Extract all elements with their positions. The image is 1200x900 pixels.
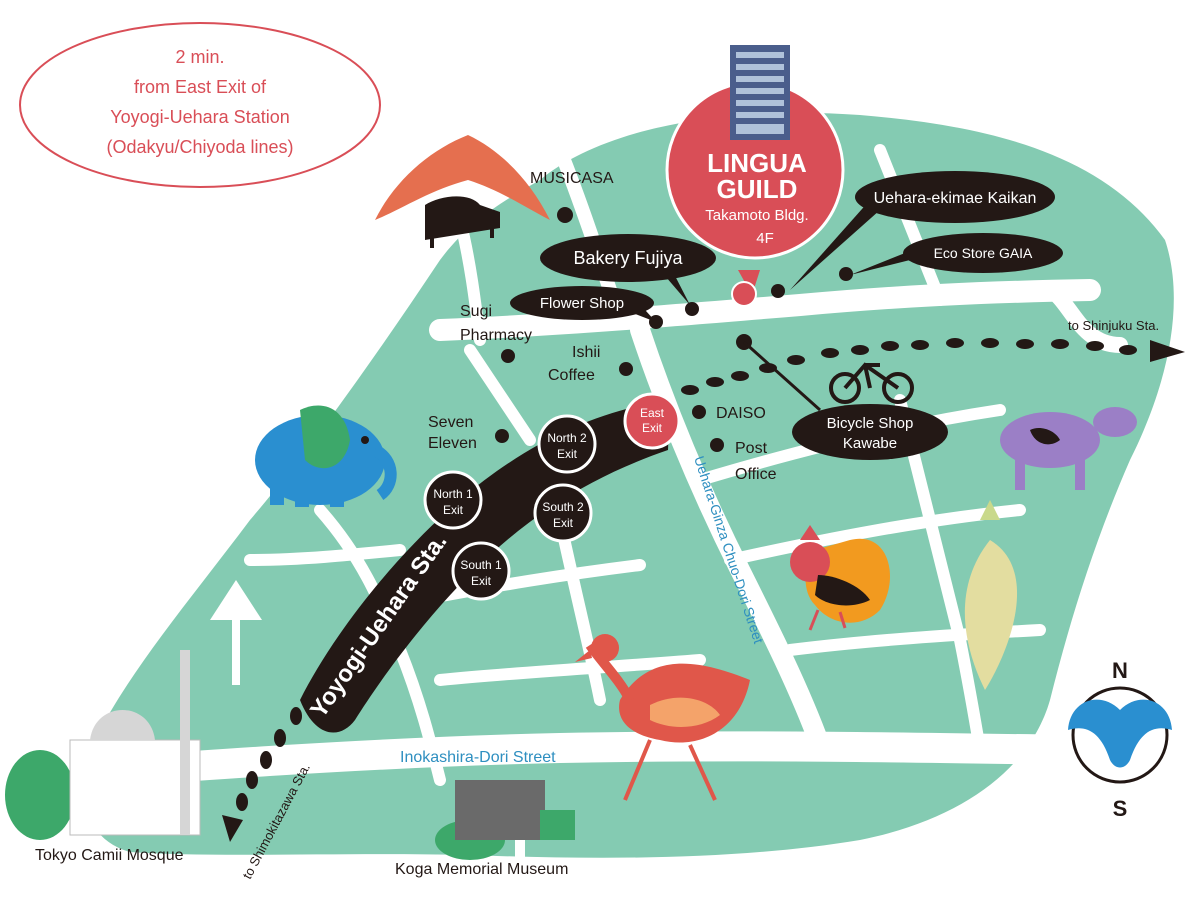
- post-office-label-1: Post: [735, 440, 768, 457]
- south-1-exit[interactable]: South 1 Exit: [451, 541, 511, 601]
- route-to-shimokitazawa: [236, 707, 302, 811]
- compass-north-label: N: [1112, 658, 1128, 683]
- svg-text:East: East: [640, 406, 665, 420]
- callout-line-2: from East Exit of: [134, 77, 267, 97]
- daiso-marker[interactable]: [692, 405, 706, 419]
- sugi-pharmacy-label-1: Sugi: [460, 303, 492, 320]
- time-callout: [19, 22, 381, 188]
- north-1-exit[interactable]: North 1 Exit: [423, 470, 483, 530]
- svg-text:Exit: Exit: [443, 503, 464, 517]
- svg-text:Eco Store GAIA: Eco Store GAIA: [934, 245, 1033, 261]
- lingua-guild-marker[interactable]: LINGUA GUILD Takamoto Bldg. 4F: [665, 45, 845, 307]
- uehara-kaikan-marker[interactable]: [771, 284, 785, 298]
- flower-shop-marker[interactable]: [649, 315, 663, 329]
- piano-icon: [425, 196, 500, 240]
- svg-text:4F: 4F: [756, 230, 774, 247]
- shinjuku-road: [1042, 282, 1128, 353]
- eco-store-marker[interactable]: [839, 267, 853, 281]
- south-2-exit[interactable]: South 2 Exit: [533, 483, 593, 543]
- svg-text:Takamoto Bldg.: Takamoto Bldg.: [705, 207, 808, 224]
- musicasa-label: MUSICASA: [530, 170, 614, 187]
- daiso-label: DAISO: [716, 405, 766, 422]
- east-exit[interactable]: East Exit: [623, 392, 681, 450]
- mosque-label: Tokyo Camii Mosque: [35, 847, 184, 864]
- side-road-east-2: [724, 504, 1026, 566]
- north-2-exit[interactable]: North 2 Exit: [537, 414, 597, 474]
- svg-text:South 2: South 2: [542, 500, 584, 514]
- northeast-road: [874, 144, 946, 306]
- swallow-icon: [1068, 699, 1172, 768]
- ishii-coffee-label-1: Ishii: [572, 344, 600, 361]
- svg-text:Uehara-ekimae Kaikan: Uehara-ekimae Kaikan: [874, 190, 1037, 207]
- seven-eleven-label-2: Eleven: [428, 435, 477, 452]
- seven-eleven-label-1: Seven: [428, 414, 473, 431]
- west-road: [244, 544, 406, 566]
- svg-text:Exit: Exit: [471, 574, 492, 588]
- rooster-illustration: [790, 525, 890, 631]
- shinjuku-arrow: [1150, 340, 1185, 362]
- bicycle-shop-callout[interactable]: Bicycle Shop Kawabe: [792, 404, 948, 460]
- seven-eleven-marker[interactable]: [495, 429, 509, 443]
- inokashira-street-label: Inokashira-Dori Street: [400, 749, 556, 766]
- callout-line-1: 2 min.: [175, 47, 224, 67]
- svg-text:Exit: Exit: [553, 516, 574, 530]
- east-vertical-road: [894, 394, 986, 756]
- bicycle-icon: [829, 362, 914, 404]
- svg-text:Exit: Exit: [557, 447, 578, 461]
- to-shinjuku-label: to Shinjuku Sta.: [1068, 318, 1159, 333]
- compass: N S: [1068, 658, 1172, 821]
- flower-shop-callout[interactable]: Flower Shop: [510, 286, 656, 322]
- callout-line-4: (Odakyu/Chiyoda lines): [106, 137, 293, 157]
- tree-illustration-right: [964, 500, 1018, 690]
- sugi-pharmacy-label-2: Pharmacy: [460, 327, 532, 344]
- station-band: [300, 400, 670, 733]
- bicycle-shop-pointer: [742, 340, 822, 412]
- road-sugi: [464, 344, 536, 446]
- callout-line-3: Yoyogi-Uehara Station: [110, 107, 289, 127]
- compass-south-label: S: [1113, 796, 1128, 821]
- uehara-kaikan-callout[interactable]: Uehara-ekimae Kaikan: [790, 171, 1055, 290]
- cross-road-2: [434, 654, 706, 686]
- museum-illustration: [435, 780, 575, 860]
- svg-text:Kawabe: Kawabe: [843, 435, 897, 452]
- elephant-illustration: [255, 405, 397, 507]
- bakery-marker[interactable]: [685, 302, 699, 316]
- red-bird-illustration: [575, 634, 750, 801]
- post-office-label-2: Office: [735, 466, 777, 483]
- ishii-coffee-marker[interactable]: [619, 362, 633, 376]
- svg-text:Exit: Exit: [642, 421, 663, 435]
- svg-text:South 1: South 1: [460, 558, 502, 572]
- main-north-road: [429, 279, 1101, 341]
- eco-store-callout[interactable]: Eco Store GAIA: [850, 233, 1063, 275]
- route-to-shinjuku: [681, 338, 1137, 395]
- cow-illustration: [1000, 407, 1137, 490]
- museum-label: Koga Memorial Museum: [395, 861, 568, 878]
- musicasa-illustration: [375, 135, 550, 248]
- svg-text:GUILD: GUILD: [717, 174, 798, 204]
- svg-text:LINGUA: LINGUA: [707, 148, 807, 178]
- svg-text:North 1: North 1: [433, 487, 473, 501]
- sugi-pharmacy-marker[interactable]: [501, 349, 515, 363]
- side-road-mid: [554, 514, 606, 706]
- ishii-coffee-label-2: Coffee: [548, 367, 595, 384]
- svg-text:North 2: North 2: [547, 431, 587, 445]
- tree-illustration-left: [210, 580, 262, 685]
- svg-text:Flower Shop: Flower Shop: [540, 295, 624, 312]
- mosque-illustration: [5, 650, 201, 840]
- building-icon: [730, 45, 790, 140]
- post-office-marker[interactable]: [710, 438, 724, 452]
- bakery-fujiya-callout[interactable]: Bakery Fujiya: [540, 234, 716, 305]
- musicasa-marker[interactable]: [557, 207, 573, 223]
- svg-text:Bakery Fujiya: Bakery Fujiya: [573, 248, 683, 268]
- shimokitazawa-arrow: [222, 815, 243, 842]
- svg-text:Bicycle Shop: Bicycle Shop: [827, 415, 914, 432]
